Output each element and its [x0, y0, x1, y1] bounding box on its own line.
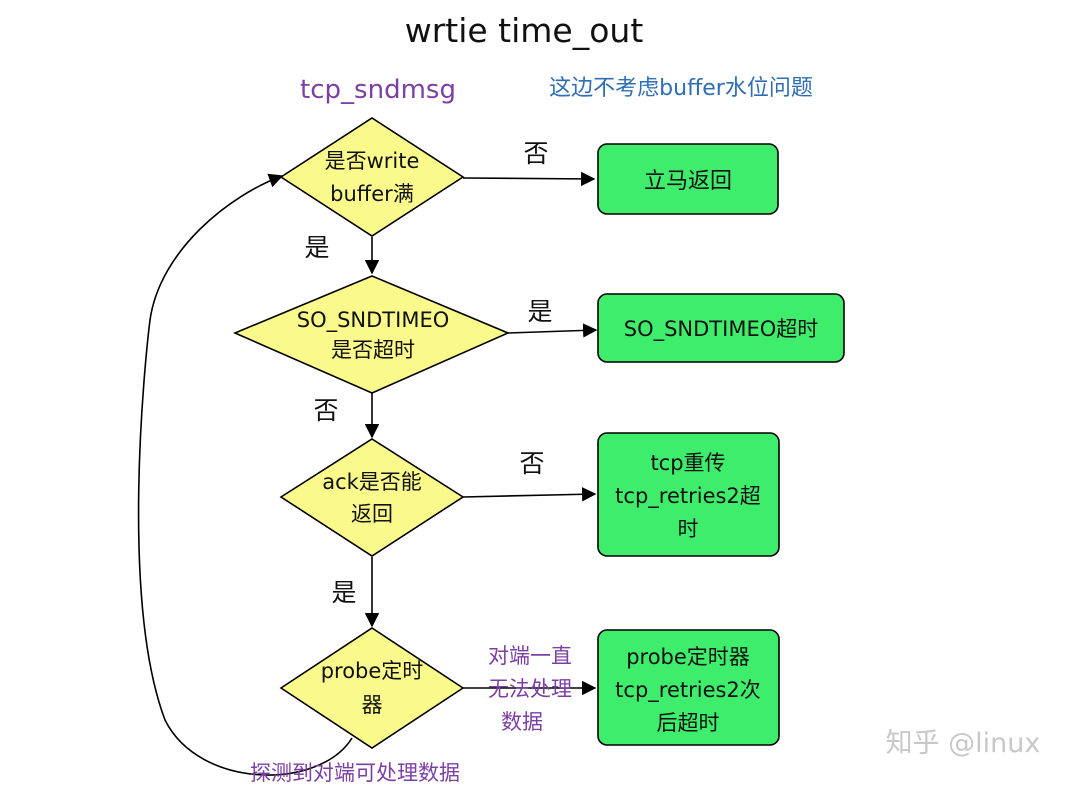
arrow-d3-to-r3	[462, 487, 597, 502]
loop-label: 探测到对端可处理数据	[250, 761, 460, 785]
result-probe-timer-timeout: probe定时器 tcp_retries2次 后超时	[597, 629, 780, 746]
decision-text: SO_SNDTIMEO	[297, 308, 450, 333]
edge-label-yes: 是	[304, 233, 329, 262]
watermark: 知乎 @linux	[886, 728, 1041, 759]
edge-label-peer-busy: 对端一直	[488, 644, 572, 668]
diagram-title: wrtie time_out	[405, 11, 644, 50]
decision-text: 器	[362, 693, 383, 717]
result-text: 立马返回	[644, 169, 732, 194]
decision-text: 返回	[351, 502, 393, 526]
result-text: 时	[678, 517, 699, 541]
edge-label-peer-busy: 数据	[501, 710, 543, 734]
result-text: 后超时	[657, 711, 720, 735]
arrow-d2-to-r2	[507, 323, 598, 338]
decision-text: ack是否能	[322, 470, 422, 494]
loop-back-arrow	[137, 173, 353, 776]
decision-text: 是否write	[325, 149, 420, 173]
result-text: probe定时器	[626, 645, 750, 669]
decision-write-buffer-full: 是否write buffer满	[279, 117, 465, 237]
subtitle-function: tcp_sndmsg	[300, 75, 456, 105]
result-text: tcp重传	[650, 451, 725, 475]
subtitle-note: 这边不考虑buffer水位问题	[549, 76, 813, 101]
result-sndtimeo-timeout: SO_SNDTIMEO超时	[597, 293, 845, 363]
decision-text: 是否超时	[331, 338, 415, 362]
decision-probe-timer: probe定时 器	[279, 627, 465, 749]
edge-label-yes: 是	[527, 297, 552, 326]
decision-sndtimeo-timeout: SO_SNDTIMEO 是否超时	[232, 275, 511, 394]
decision-text: buffer满	[330, 182, 414, 206]
decision-text: probe定时	[321, 659, 424, 683]
result-tcp-retransmit: tcp重传 tcp_retries2超 时	[597, 432, 780, 557]
result-return-immediately: 立马返回	[597, 143, 779, 215]
arrow-d1-to-r1	[462, 171, 596, 187]
result-text: tcp_retries2超	[615, 484, 761, 509]
edge-label-peer-busy: 无法处理	[488, 677, 572, 701]
edge-label-no: 否	[523, 139, 548, 168]
edge-label-yes: 是	[331, 578, 356, 607]
result-text: tcp_retries2次	[615, 678, 761, 703]
result-text: SO_SNDTIMEO超时	[624, 317, 819, 342]
edge-label-no: 否	[313, 396, 338, 425]
edge-label-no: 否	[519, 449, 544, 478]
decision-ack-return: ack是否能 返回	[279, 438, 465, 557]
